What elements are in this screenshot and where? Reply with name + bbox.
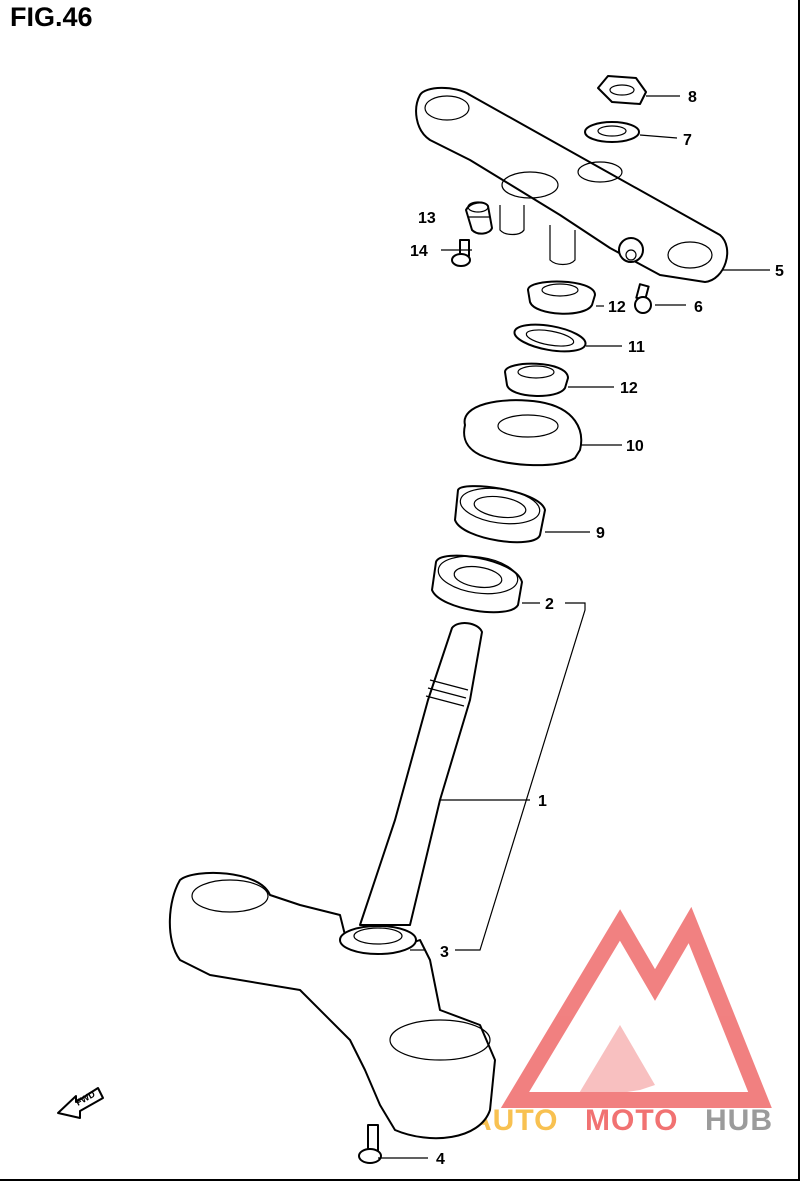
callout-11: 11 (628, 339, 645, 356)
screw-part (451, 239, 471, 267)
stem-nut-part (597, 75, 647, 105)
watermark-logo: AUTO MOTO HUB (470, 906, 773, 1137)
upper-bracket-part (415, 86, 729, 283)
callout-6: 6 (694, 299, 703, 316)
callout-13: 13 (418, 210, 436, 227)
watermark-part2: MOTO (585, 1104, 678, 1137)
lock-nut-lower-part (504, 362, 569, 397)
bearing-cover-part (463, 399, 583, 467)
callout-8: 8 (688, 89, 697, 106)
right-border (798, 0, 800, 1181)
bolt-part (358, 1124, 382, 1164)
callout-labels: 8 7 5 6 12 13 14 11 12 10 9 2 1 3 4 (410, 89, 784, 1168)
callout-14: 14 (410, 243, 428, 260)
callout-10: 10 (626, 438, 644, 455)
watermark-part3: HUB (705, 1104, 773, 1137)
figure-title: FIG.46 (10, 2, 93, 32)
callout-9: 9 (596, 525, 605, 542)
callout-12-lower: 12 (620, 380, 638, 397)
lower-bearing-part (431, 554, 523, 614)
callout-12-upper: 12 (608, 299, 626, 316)
steering-stem-part (168, 622, 496, 1140)
washer-part (584, 121, 640, 143)
callout-7: 7 (683, 132, 692, 149)
bottom-border (0, 1179, 800, 1181)
callout-5: 5 (775, 263, 784, 280)
lock-washer-part (513, 323, 587, 353)
callout-2: 2 (545, 596, 554, 613)
callout-1: 1 (538, 793, 547, 810)
callout-4: 4 (436, 1151, 445, 1168)
bracket-bolt-part (634, 283, 652, 314)
cushion-part (465, 201, 493, 235)
callout-3: 3 (440, 944, 449, 961)
upper-bearing-part (454, 485, 546, 544)
leader-lines (378, 95, 770, 1159)
fwd-direction-arrow: FWD (57, 1087, 104, 1119)
lock-nut-upper-part (527, 280, 596, 315)
